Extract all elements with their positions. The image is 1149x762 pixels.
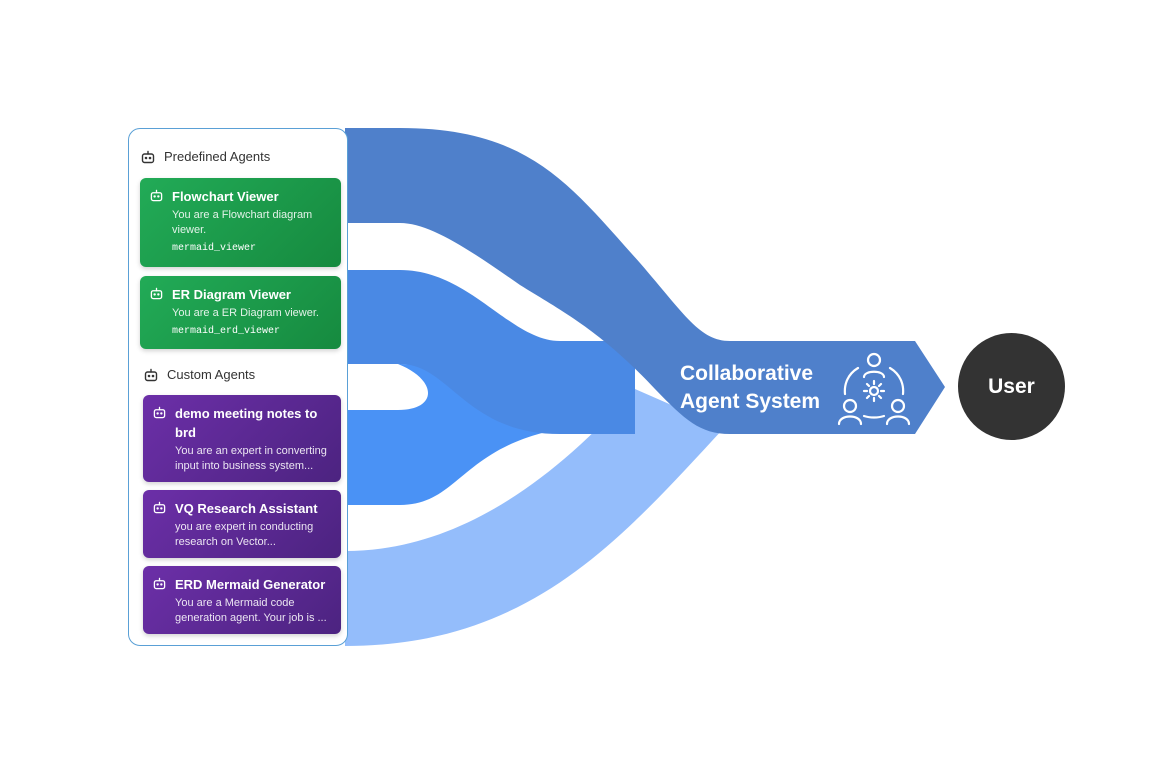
robot-icon xyxy=(153,406,166,419)
predefined-agents-title: Predefined Agents xyxy=(164,149,271,164)
hub-label: Collaborative Agent System xyxy=(680,360,820,416)
robot-icon xyxy=(150,287,163,300)
agent-code: mermaid_viewer xyxy=(172,243,257,254)
agent-card-flowchart-viewer[interactable]: Flowchart Viewer You are a Flowchart dia… xyxy=(140,178,341,267)
agent-title-line: brd xyxy=(175,425,196,440)
custom-agents-title: Custom Agents xyxy=(167,367,256,382)
agent-description-line: You are a ER Diagram viewer. xyxy=(172,307,319,319)
flow-band-light xyxy=(345,389,724,646)
agent-card-er-diagram-viewer[interactable]: ER Diagram Viewer You are a ER Diagram v… xyxy=(140,276,341,349)
custom-agents-heading: Custom Agents xyxy=(144,367,255,382)
user-node: User xyxy=(958,333,1065,440)
agents-panel: Predefined Agents Flowchart Viewer You a… xyxy=(128,128,348,646)
agent-description: you are expert in conducting research on… xyxy=(175,520,331,550)
agent-title: ERD Mermaid Generator xyxy=(175,577,326,592)
agent-card-vq-research-assistant[interactable]: VQ Research Assistant you are expert in … xyxy=(143,490,341,558)
agent-title: demo meeting notes to brd xyxy=(175,404,317,442)
agent-description: You are a ER Diagram viewer. xyxy=(172,306,331,321)
user-label: User xyxy=(988,374,1035,398)
flow-band-bright xyxy=(345,364,542,505)
agent-title-line: demo meeting notes to xyxy=(175,406,318,421)
flow-band-mid xyxy=(345,270,635,434)
agent-title: Flowchart Viewer xyxy=(172,189,279,204)
agent-title: ER Diagram Viewer xyxy=(172,287,291,302)
agent-description-line: You are a Flowchart diagram xyxy=(172,209,313,221)
flow-band-dark xyxy=(345,128,945,434)
robot-icon xyxy=(153,577,166,590)
agent-description: You are an expert in converting input in… xyxy=(175,444,331,474)
agent-description-line: generation agent. Your job is ... xyxy=(175,612,327,624)
predefined-agents-heading: Predefined Agents xyxy=(141,149,270,164)
robot-icon xyxy=(144,368,158,381)
hub-label-line-2: Agent System xyxy=(680,390,821,413)
agent-description: You are a Flowchart diagram viewer. xyxy=(172,208,331,238)
hub-label-line-1: Collaborative xyxy=(680,362,814,385)
robot-icon xyxy=(141,150,155,163)
agent-description-line: input into business system... xyxy=(175,460,314,472)
agent-description-line: You are an expert in converting xyxy=(175,445,327,457)
agent-code: mermaid_erd_viewer xyxy=(172,326,281,337)
agent-description-line: You are a Mermaid code xyxy=(175,597,295,609)
agent-title: VQ Research Assistant xyxy=(175,501,318,516)
team-collaboration-gear-icon xyxy=(837,352,911,426)
robot-icon xyxy=(153,501,166,514)
robot-icon xyxy=(150,189,163,202)
agent-description-line: research on Vector... xyxy=(175,536,276,548)
agent-description-line: viewer. xyxy=(172,224,207,236)
agent-card-erd-mermaid-generator[interactable]: ERD Mermaid Generator You are a Mermaid … xyxy=(143,566,341,634)
agent-card-demo-meeting-notes[interactable]: demo meeting notes to brd You are an exp… xyxy=(143,395,341,482)
agent-description: You are a Mermaid code generation agent.… xyxy=(175,596,331,626)
agent-description-line: you are expert in conducting xyxy=(175,521,314,533)
